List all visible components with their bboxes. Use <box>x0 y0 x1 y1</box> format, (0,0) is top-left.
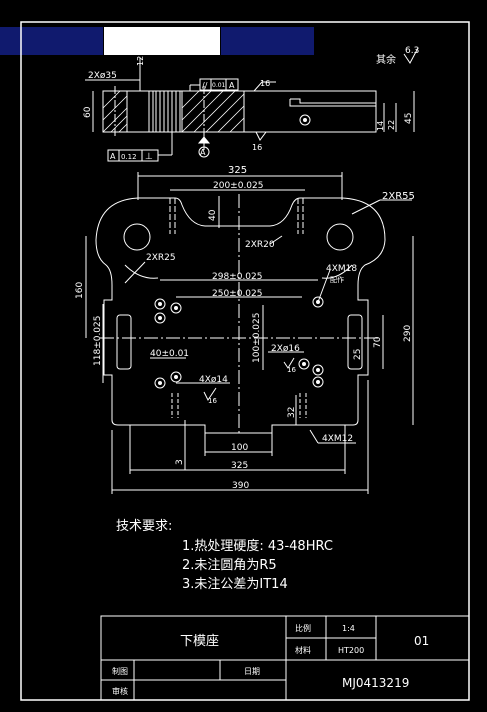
dim-16a: 16 <box>260 79 270 88</box>
svg-text:0.12: 0.12 <box>121 153 137 161</box>
scale-label: 比例 <box>295 623 311 633</box>
material-value: HT200 <box>338 646 364 655</box>
dim-390: 390 <box>232 481 249 491</box>
roughness-value: 6.3 <box>405 46 419 56</box>
dim-325: 325 <box>228 165 247 176</box>
dim-290: 290 <box>403 325 413 342</box>
dim-r55: 2XR55 <box>382 191 415 202</box>
dim-325b: 325 <box>231 461 248 471</box>
dim-16b: 16 <box>252 143 262 152</box>
dim-r20: 2XR20 <box>245 240 275 250</box>
tech-item-1: 1.热处理硬度: 43-48HRC <box>182 539 333 554</box>
dim-118: 118±0.025 <box>93 316 103 366</box>
dim-32: 32 <box>287 407 297 418</box>
tech-item-3: 3.未注公差为IT14 <box>182 577 288 592</box>
side-view <box>102 86 377 150</box>
dim-100: 100 <box>231 443 248 453</box>
dim-40: 40 <box>208 209 218 221</box>
header-bar-middle <box>104 27 220 55</box>
dim-250: 250±0.025 <box>212 289 262 299</box>
dim-3: 3 <box>175 459 185 465</box>
dim-m18-note: 配作 <box>330 275 344 284</box>
dim-r25: 2XR25 <box>146 253 176 263</box>
header-bar-right <box>221 27 314 55</box>
dim-12: 12 <box>136 56 145 66</box>
drawn-label: 制图 <box>112 666 128 676</box>
svg-text:⊥: ⊥ <box>145 152 153 162</box>
part-name: 下模座 <box>180 634 219 649</box>
dim-m18: 4XM18 <box>326 264 357 274</box>
tech-item-2: 2.未注圆角为R5 <box>182 558 277 573</box>
checked-label: 审核 <box>112 686 128 696</box>
dim-m12: 4XM12 <box>322 434 353 444</box>
roughness-mark-icon <box>253 81 276 92</box>
dim-phi14: 4Xø14 <box>199 375 228 385</box>
scale-value: 1:4 <box>342 624 355 633</box>
sheet-border <box>20 21 470 701</box>
material-label: 材料 <box>295 645 311 655</box>
drawing-number: MJ0413219 <box>342 676 409 690</box>
svg-text:A: A <box>110 152 116 161</box>
dim-22: 22 <box>387 120 396 130</box>
dim-14: 14 <box>376 121 385 131</box>
roughness-other-label: 其余 <box>376 53 396 66</box>
roughness-symbol-icon <box>403 47 419 64</box>
dim-60: 60 <box>83 106 93 118</box>
svg-text:0.01: 0.01 <box>212 82 226 89</box>
sheet-number: 01 <box>414 634 429 648</box>
tech-heading: 技术要求: <box>116 519 173 534</box>
dim-40b: 40±0.01 <box>150 349 189 359</box>
title-block <box>100 615 470 701</box>
dim-200: 200±0.025 <box>213 181 263 191</box>
dim-45: 45 <box>404 113 414 124</box>
svg-text:A: A <box>229 81 235 90</box>
tolerance-frame-top: // 0.01 A <box>189 78 239 91</box>
top-view-outline <box>95 194 386 436</box>
tolerance-frame-bottom: A 0.12 ⊥ <box>107 132 173 162</box>
dim-160: 160 <box>75 282 85 299</box>
roughness-mark-icon <box>255 131 267 141</box>
dim-298: 298±0.025 <box>212 272 262 282</box>
datum-a: A <box>200 148 206 157</box>
date-label: 日期 <box>244 667 260 676</box>
dim-70: 70 <box>373 336 383 348</box>
dim-phi16-sub: 16 <box>287 366 296 374</box>
dim-hole-top: 2Xø35 <box>88 71 117 81</box>
dim-phi16: 2Xø16 <box>271 344 300 354</box>
dim-100v: 100±0.025 <box>252 313 262 363</box>
dim-25: 25 <box>353 349 363 360</box>
dim-phi14-sub: 16 <box>208 397 217 405</box>
svg-text://: // <box>202 81 208 90</box>
header-bar-left <box>0 27 103 55</box>
